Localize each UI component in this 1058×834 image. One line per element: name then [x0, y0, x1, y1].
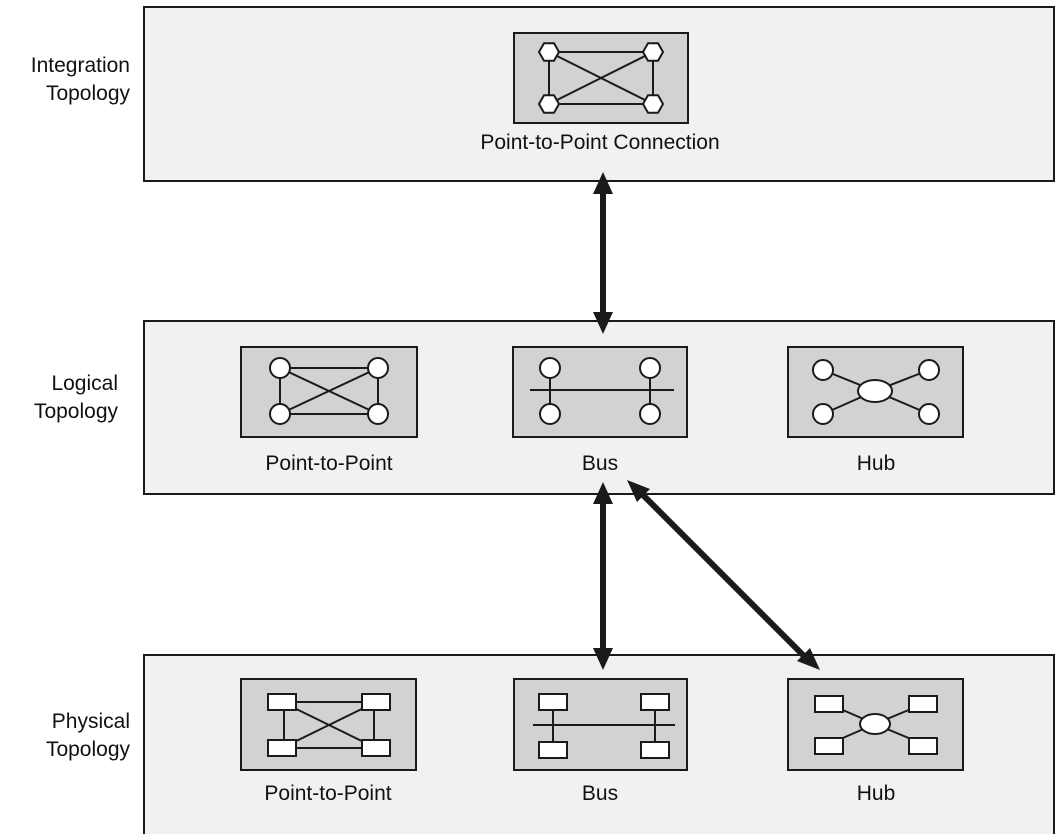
integration-point-to-point-icon: [513, 32, 689, 124]
logical-label-line1: Logical: [51, 372, 118, 395]
physical-bus-icon: [513, 678, 688, 771]
physical-caption-point-to-point: Point-to-Point: [264, 782, 392, 805]
physical-topology-label: Physical Topology: [46, 708, 130, 764]
integration-label-line1: Integration: [30, 54, 130, 77]
arrow-logical-bus-to-physical-hub: [637, 489, 809, 661]
logical-bus-icon: [512, 346, 688, 438]
logical-caption-bus: Bus: [581, 452, 619, 475]
logical-hub-icon: [787, 346, 964, 438]
logical-point-to-point-icon: [240, 346, 418, 438]
integration-topology-label: Integration Topology: [31, 52, 130, 108]
physical-hub-icon: [787, 678, 964, 771]
physical-caption-bus: Bus: [581, 782, 619, 805]
physical-caption-hub: Hub: [856, 782, 896, 805]
integration-label-line2: Topology: [45, 82, 130, 105]
logical-label-line2: Topology: [33, 400, 118, 423]
physical-label-line2: Topology: [45, 738, 130, 761]
physical-point-to-point-icon: [240, 678, 417, 771]
integration-caption-point-to-point-connection: Point-to-Point Connection: [480, 131, 720, 154]
logical-caption-hub: Hub: [856, 452, 896, 475]
logical-topology-label: Logical Topology: [34, 370, 118, 426]
logical-caption-point-to-point: Point-to-Point: [265, 452, 393, 475]
physical-label-line1: Physical: [51, 710, 130, 733]
